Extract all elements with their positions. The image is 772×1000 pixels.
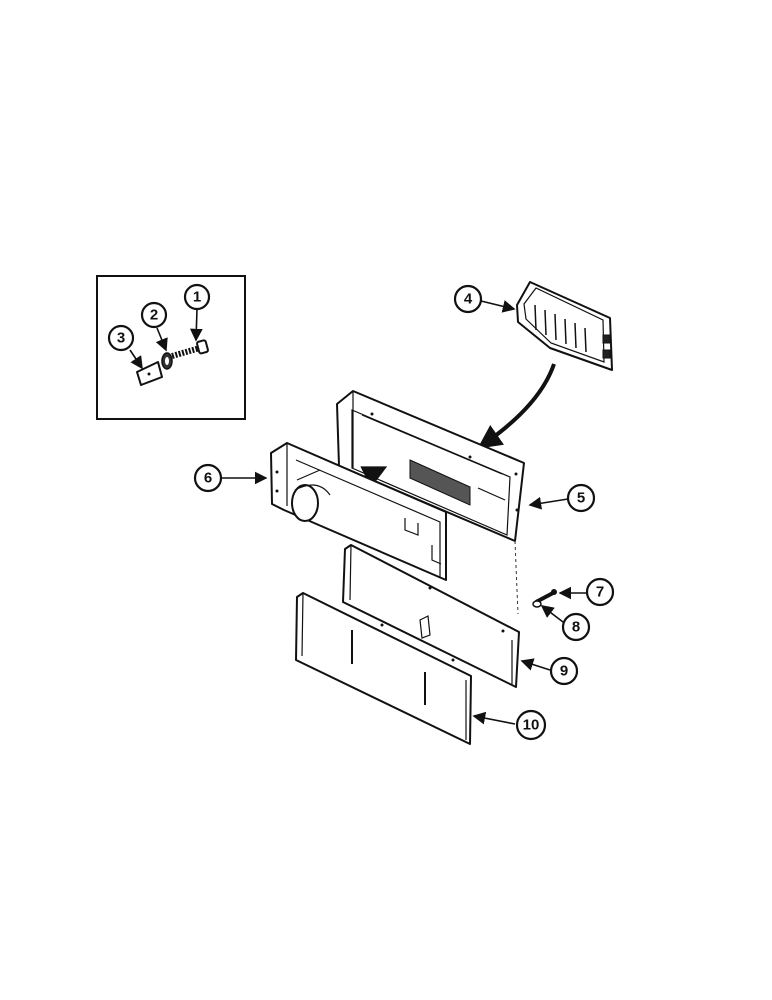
callout-7: 7 (585, 577, 615, 607)
callout-10-label: 10 (523, 717, 540, 734)
cover-panel-part (295, 592, 472, 745)
callout-3: 3 (107, 324, 135, 352)
leader-lines (129, 300, 586, 725)
callout-1: 1 (183, 283, 211, 311)
callout-9: 9 (549, 656, 579, 686)
grille-louver-part (516, 281, 613, 371)
callout-3-label: 3 (117, 330, 125, 347)
callout-10: 10 (515, 709, 547, 741)
callout-8-label: 8 (572, 619, 580, 636)
washer-part (532, 600, 542, 608)
duct-housing-part (336, 390, 525, 542)
alignment-line (514, 540, 519, 615)
callout-8: 8 (561, 612, 591, 642)
callout-2-label: 2 (150, 307, 158, 324)
callout-6: 6 (193, 463, 223, 493)
callout-9-label: 9 (560, 663, 568, 680)
callout-2: 2 (140, 301, 168, 329)
clip-nut-part (136, 361, 163, 386)
callout-4: 4 (453, 284, 483, 314)
screw-part (535, 589, 557, 604)
hardware-inset-box (96, 275, 246, 420)
spring-washer-part (161, 352, 173, 370)
callout-5-label: 5 (577, 490, 585, 507)
bolt-part (171, 339, 209, 359)
callout-1-label: 1 (193, 289, 201, 306)
callout-6-label: 6 (204, 470, 212, 487)
callout-5: 5 (566, 483, 596, 513)
callout-7-label: 7 (596, 584, 604, 601)
mounting-plate-part (270, 442, 447, 581)
bracket-plate-part (342, 544, 520, 688)
assembly-arrow-4 (477, 363, 556, 449)
callout-4-label: 4 (464, 291, 473, 308)
